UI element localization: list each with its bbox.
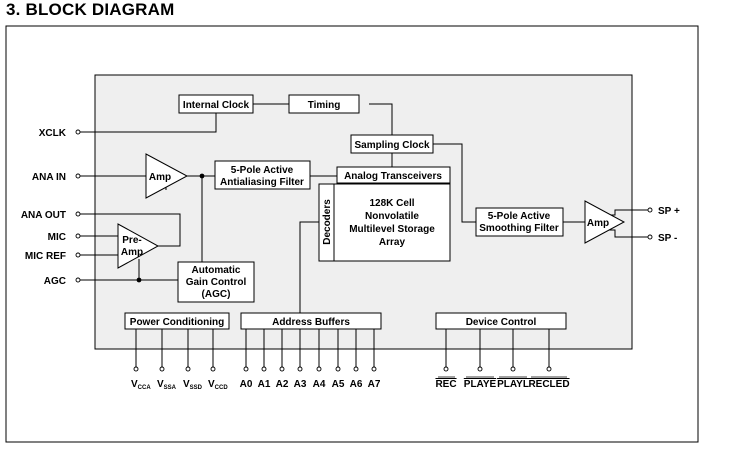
storage-label-3: Multilevel Storage [349,224,435,235]
pin-rec: REC [435,379,456,390]
ana-out-wire [78,213,181,247]
agc-block [177,261,255,303]
pin-marker [243,366,249,372]
decoders-label: Decoders [322,199,333,245]
pin-marker [210,366,216,372]
pin-ana-out: ANA OUT [21,210,66,221]
pin-ana-in: ANA IN [32,172,66,183]
pin-marker [353,366,359,372]
pin-vssd: VSSD [183,379,203,391]
antialias-filter-label-1: 5-Pole Active [231,165,294,176]
analog-transceivers-label: Analog Transceivers [344,171,442,182]
sampling-clock-label: Sampling Clock [354,140,429,151]
pin-sp-plus: SP + [658,206,680,217]
sampling-clock-block [350,134,434,154]
preamp-triangle [117,223,160,269]
sampling-to-smoothing-wire [433,143,476,223]
input-amp-triangle [145,153,189,199]
address-buffers-label: Address Buffers [272,317,350,328]
address-buffers-block [240,312,382,330]
agc-label-2: Gain Control [186,277,247,288]
input-amp-label: Amp [149,172,171,183]
pin-marker [279,366,285,372]
pin-playl: PLAYL [497,379,529,390]
internal-clock-label: Internal Clock [183,100,250,111]
pin-xclk: XCLK [39,128,67,139]
pin-recled: RECLED [528,379,569,390]
storage-label-1: 128K Cell [369,198,414,209]
antialias-filter-block [214,160,311,190]
smoothing-filter-block [475,207,564,237]
pin-sp-minus: SP - [658,233,677,244]
device-control-block [435,312,567,330]
pin-marker [647,234,653,240]
power-conditioning-label: Power Conditioning [130,317,224,328]
pin-a1: A1 [258,379,271,390]
pin-marker [371,366,377,372]
pin-marker [261,366,267,372]
device-control-label: Device Control [466,317,537,328]
power-conditioning-block [124,312,230,330]
storage-block [318,183,451,262]
output-amp-triangle [584,200,626,244]
xclk-wire [78,112,217,133]
pin-marker [546,366,552,372]
preamp-label-2: Amp [121,247,143,258]
smoothing-filter-label-1: 5-Pole Active [488,211,551,222]
junction-dot [199,173,205,179]
pin-a6: A6 [350,379,363,390]
pin-a2: A2 [276,379,289,390]
output-amp-label: Amp [587,218,609,229]
internal-clock-block [178,94,254,114]
pin-a5: A5 [332,379,345,390]
pin-vccd: VCCD [208,379,228,391]
pin-marker [443,366,449,372]
pin-marker [510,366,516,372]
smoothing-filter-label-2: Smoothing Filter [479,223,559,234]
pin-marker [316,366,322,372]
pin-playe: PLAYE [464,379,497,390]
pin-mic: MIC [48,232,66,243]
agc-label-1: Automatic [192,265,241,276]
pin-marker [297,366,303,372]
timing-block [288,94,360,114]
pin-marker [335,366,341,372]
left-pin-markers [75,129,81,283]
page-title: 3. BLOCK DIAGRAM [6,0,175,19]
signal-wires [78,103,650,313]
storage-label-2: Nonvolatile [365,211,419,222]
pin-a3: A3 [294,379,307,390]
bottom-pin-markers [133,329,552,372]
pin-mic-ref: MIC REF [25,251,66,262]
timing-label: Timing [308,100,341,111]
pin-agc: AGC [44,276,66,287]
pin-a0: A0 [240,379,253,390]
analog-transceivers-block [336,166,451,184]
preamp-label-1: Pre- [122,235,141,246]
pin-vcca: VCCA [131,379,151,391]
pin-marker [185,366,191,372]
decoder-address-wire [299,221,319,313]
pin-marker [647,207,653,213]
timing-to-sampling-wire [369,103,393,135]
antialias-filter-label-2: Antialiasing Filter [220,177,304,188]
junction-dot [136,277,142,283]
pin-a4: A4 [313,379,326,390]
pin-marker [133,366,139,372]
pin-marker [477,366,483,372]
pin-a7: A7 [368,379,381,390]
agc-label-3: (AGC) [202,289,231,300]
storage-label-4: Array [379,237,406,248]
pin-vssa: VSSA [157,379,177,391]
pin-marker [159,366,165,372]
